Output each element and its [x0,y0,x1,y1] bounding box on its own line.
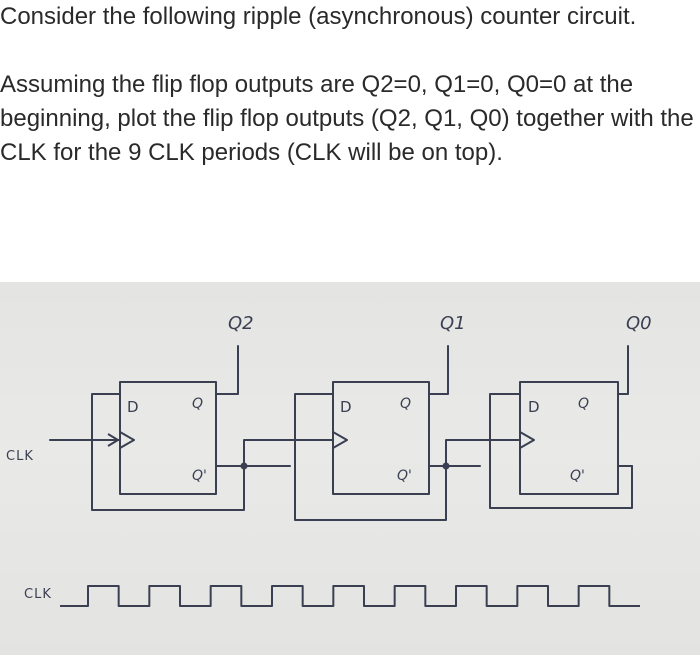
feedback-loop-0 [489,393,633,509]
ripple-wire-1-to-0 [445,439,521,467]
q1-label: Q1 [440,313,466,334]
flip-flop-2-qbar-label: Q' [192,468,207,484]
flip-flop-0-box [519,381,619,495]
circuit-diagram: Q2 Q1 Q0 D Q Q' D Q Q' D Q Q' CLK CLK [6,313,652,607]
flip-flop-1-q-label: Q [400,396,411,412]
q2-label: Q2 [228,313,254,334]
q0-label: Q0 [626,313,652,334]
flip-flop-2-q-label: Q [192,396,203,412]
junction-dot-2 [240,462,248,470]
question-text: Consider the following ripple (asynchron… [0,0,700,170]
flip-flop-1-d-label: D [340,398,352,416]
flip-flop-0-d-label: D [528,398,540,416]
clk-input-arrow-icon [107,433,120,447]
flip-flop-1-qbar-label: Q' [397,468,412,484]
question-paragraph-1: Consider the following ripple (asynchron… [0,3,637,30]
flip-flop-0-q-label: Q [578,396,589,412]
flip-flop-2-box [119,381,217,495]
q2-output-wire [215,345,239,395]
ripple-wire-2-to-1 [243,439,334,467]
flip-flop-2-clock-triangle [119,431,135,449]
clk-input-label: CLK [6,449,34,464]
flip-flop-2-d-label: D [127,398,139,416]
q0-output-wire [617,345,629,395]
junction-dot-1 [442,462,450,470]
circuit-photo: Q2 Q1 Q0 D Q Q' D Q Q' D Q Q' CLK CLK [0,282,700,655]
clk-waveform [60,585,640,607]
feedback-loop-2 [91,393,245,511]
clk-waveform-label: CLK [24,587,52,602]
flip-flop-1-clock-triangle [332,431,348,449]
flip-flop-0-qbar-label: Q' [570,468,585,484]
flip-flop-0-clock-triangle [519,431,535,449]
flip-flop-1-box [332,381,430,495]
question-paragraph-2: Assuming the flip flop outputs are Q2=0,… [0,71,694,166]
feedback-loop-1 [294,393,447,521]
q1-output-wire [428,345,449,395]
